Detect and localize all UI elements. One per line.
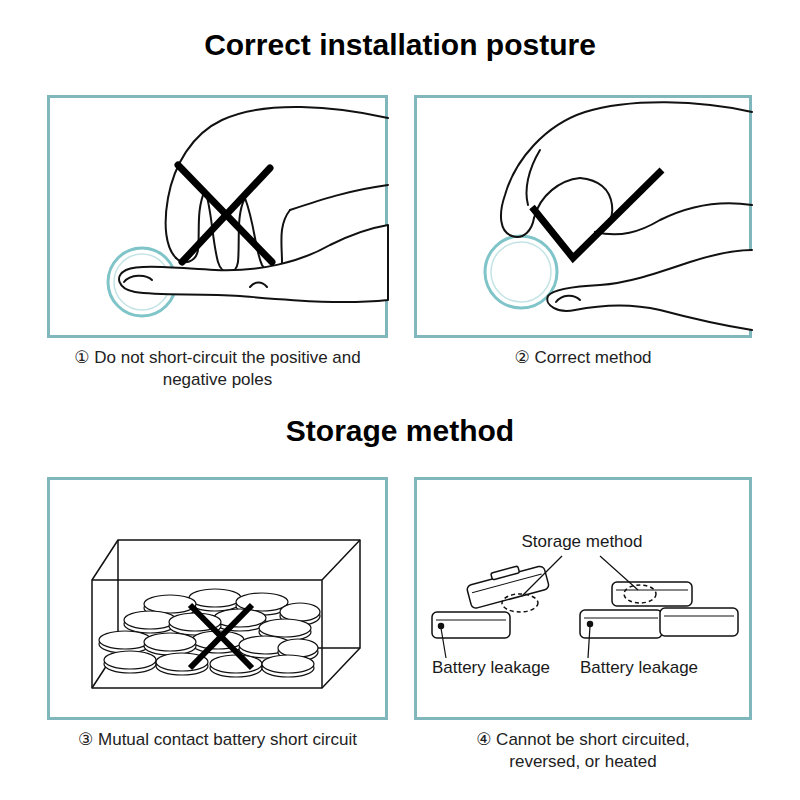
cross-mark <box>178 165 272 262</box>
finger-outline <box>534 178 580 218</box>
coin-rim <box>491 242 551 302</box>
finger-crease <box>527 150 541 205</box>
finger-outline <box>580 178 612 232</box>
finger-outline <box>176 190 205 262</box>
panel-caption: ④ Cannot be short circuited, reversed, o… <box>448 729 718 773</box>
callout-label: Storage method <box>507 532 657 552</box>
panel-box: ④ Cannot be short circuited, reversed, o… <box>414 477 752 720</box>
panel-box: ② Correct method <box>414 95 752 338</box>
cross-mark <box>190 605 252 668</box>
finger-outline <box>245 198 290 272</box>
cell-edge <box>616 590 688 591</box>
cross-mark <box>182 168 270 262</box>
storage-box-illustration <box>92 540 360 688</box>
thumb-nail <box>124 276 152 282</box>
leader-line <box>441 628 446 658</box>
check-mark <box>532 170 662 258</box>
page-title: Correct installation posture <box>0 28 800 62</box>
cell-battery <box>580 610 662 638</box>
panel-box: ① Do not short-circuit the positive and … <box>47 95 388 338</box>
cell-edge <box>436 620 506 621</box>
section-heading: Storage method <box>0 414 800 448</box>
panel-caption: ① Do not short-circuit the positive and … <box>58 347 378 391</box>
box-edge <box>92 540 360 688</box>
thumb-nail <box>556 296 580 302</box>
hand-outline <box>166 107 388 258</box>
cell-edge <box>584 618 658 619</box>
cell-battery <box>432 612 510 638</box>
cell-battery <box>612 582 692 606</box>
leader-dot <box>588 622 593 627</box>
panel-box: ③ Mutual contact battery short circuit <box>47 477 388 720</box>
box-front-face <box>92 580 322 688</box>
cell-terminal <box>491 566 520 580</box>
hand-outline <box>290 185 388 210</box>
coin-rim <box>114 254 170 310</box>
wrong-grip-illustration <box>108 107 388 316</box>
box-back-face <box>118 540 360 648</box>
callout-label: Battery leakage <box>569 658 709 678</box>
leader-line <box>600 556 638 590</box>
correct-grip-illustration <box>485 102 752 330</box>
cell-edge <box>472 574 542 593</box>
coin-pile <box>99 589 320 677</box>
coin-battery <box>108 248 176 316</box>
panel-caption: ③ Mutual contact battery short circuit <box>47 729 388 751</box>
leader-line <box>588 626 590 658</box>
coin-battery <box>485 236 557 308</box>
stacked-cells-illustration <box>432 556 738 658</box>
thumb <box>119 225 388 302</box>
cell-battery <box>466 565 549 609</box>
thumb <box>547 250 752 330</box>
index-finger <box>501 102 752 237</box>
hand-outline <box>595 203 752 234</box>
leader-line <box>522 556 562 596</box>
cell-edge <box>664 616 734 617</box>
knuckle-line <box>250 283 267 288</box>
contact-area <box>502 594 538 612</box>
panel-caption: ② Correct method <box>423 347 743 369</box>
finger-outline <box>205 190 245 273</box>
cell-battery <box>660 608 738 636</box>
leader-dot <box>439 624 444 629</box>
cross-mark <box>190 605 252 668</box>
contact-area <box>624 585 656 603</box>
callout-label: Battery leakage <box>421 658 561 678</box>
